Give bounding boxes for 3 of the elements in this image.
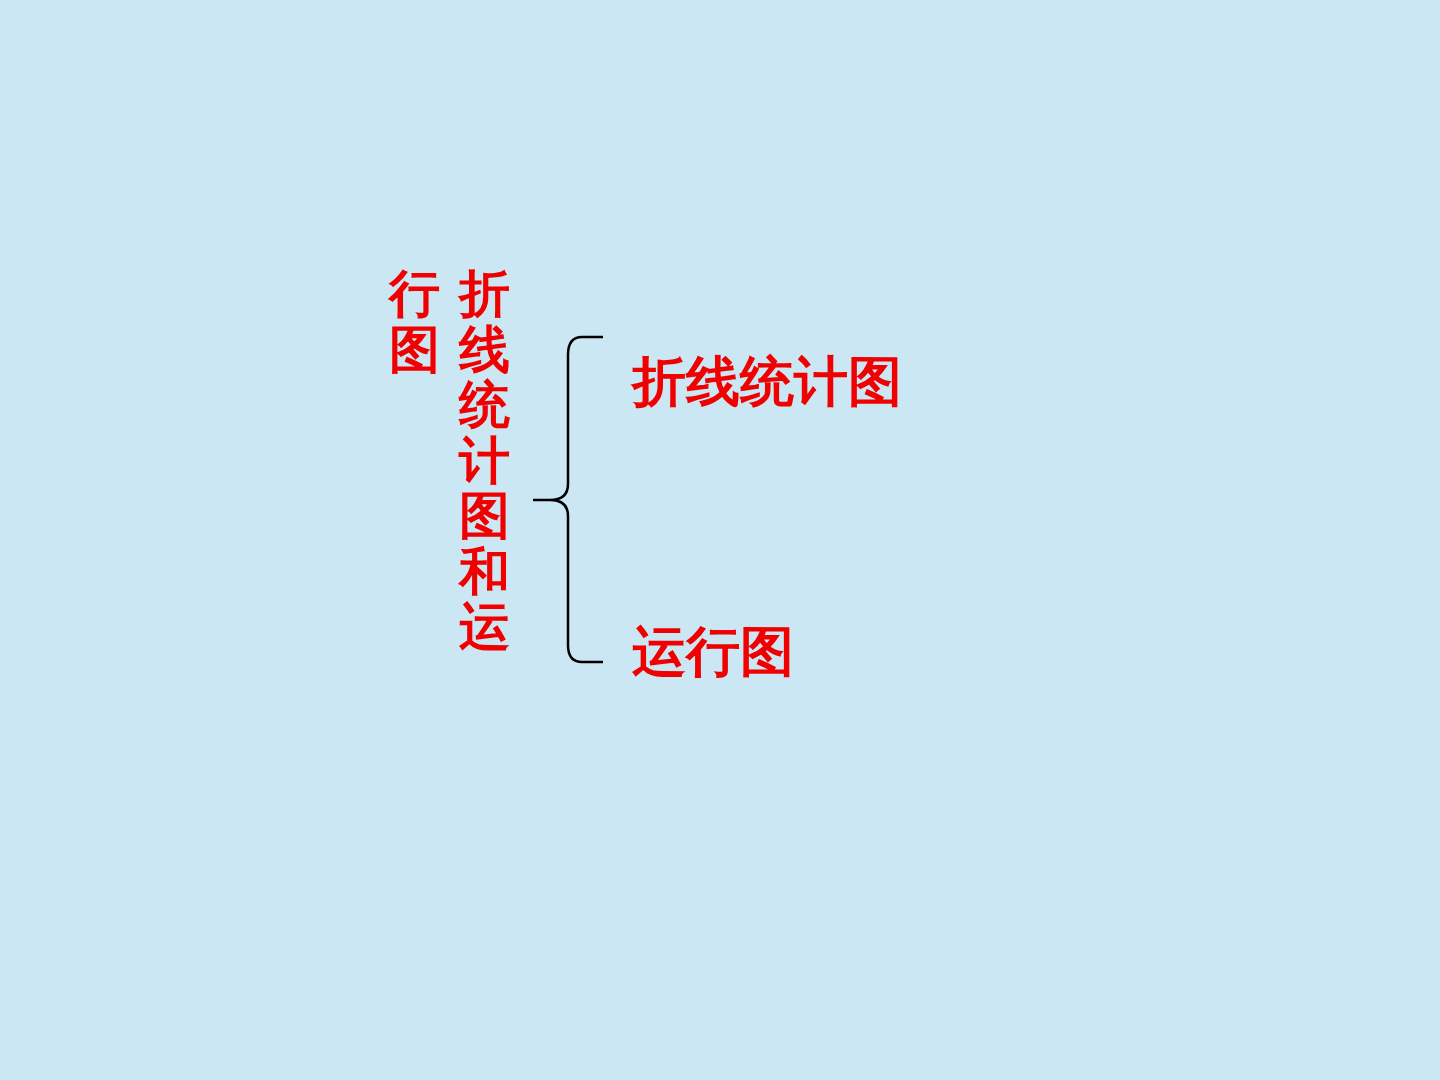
branch-label: 折线统计图 [632, 352, 902, 412]
branch-label: 运行图 [632, 622, 794, 682]
vertical-heading: 折线统计图和运行图 [388, 266, 510, 710]
